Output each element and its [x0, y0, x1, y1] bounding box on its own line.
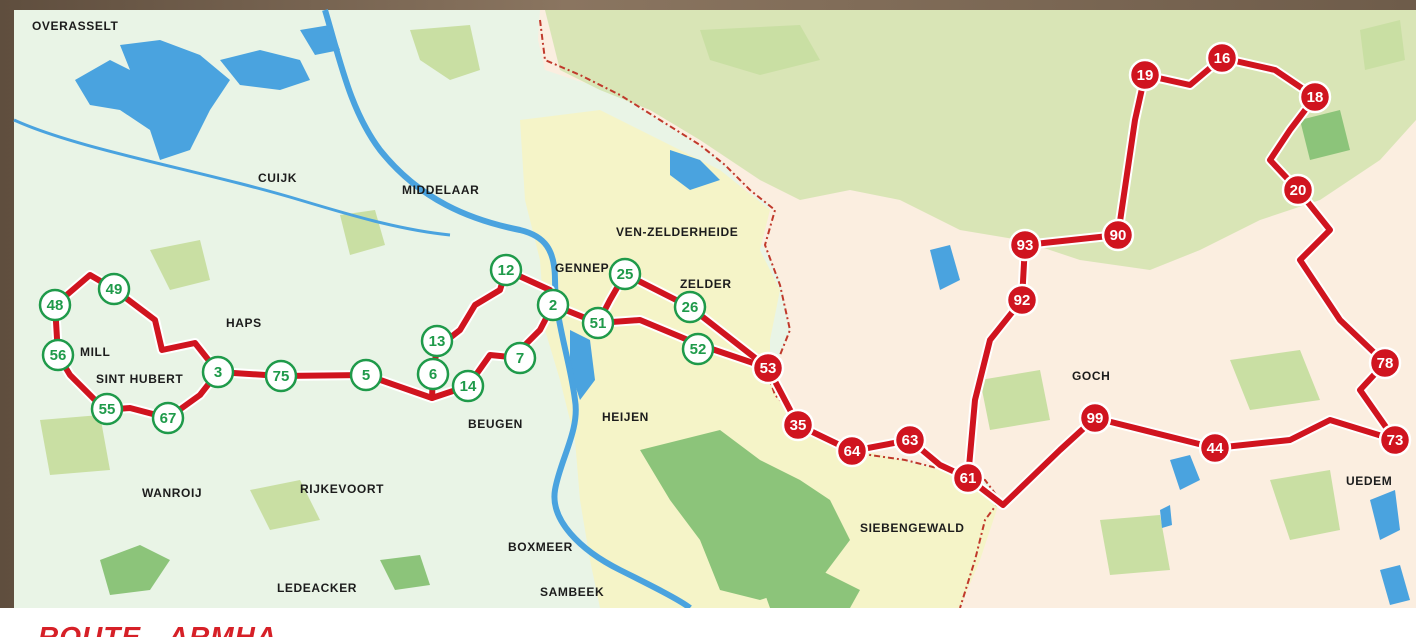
svg-text:26: 26 [682, 299, 699, 316]
node-3[interactable]: 3 [201, 355, 235, 389]
node-35[interactable]: 35 [781, 408, 815, 442]
node-5[interactable]: 5 [349, 358, 383, 392]
place-labels: OVERASSELT CUIJK MIDDELAAR VEN-ZELDERHEI… [32, 19, 1392, 599]
node-20[interactable]: 20 [1281, 173, 1315, 207]
svg-text:7: 7 [516, 350, 524, 367]
svg-text:25: 25 [617, 266, 634, 283]
footer-bar: ROUTE - ARMHA [0, 608, 1416, 637]
place-haps: HAPS [226, 316, 262, 330]
svg-text:19: 19 [1137, 67, 1154, 84]
node-92[interactable]: 92 [1005, 283, 1039, 317]
node-7[interactable]: 7 [503, 341, 537, 375]
svg-text:90: 90 [1110, 227, 1127, 244]
red-route-nodes: 53 35 64 63 61 92 93 90 19 16 18 20 78 7… [751, 41, 1412, 495]
svg-text:16: 16 [1214, 50, 1231, 67]
node-93[interactable]: 93 [1008, 228, 1042, 262]
place-overasselt: OVERASSELT [32, 19, 119, 33]
svg-text:5: 5 [362, 367, 370, 384]
svg-text:92: 92 [1014, 292, 1031, 309]
node-16[interactable]: 16 [1205, 41, 1239, 75]
node-61[interactable]: 61 [951, 461, 985, 495]
place-sambeek: SAMBEEK [540, 585, 604, 599]
svg-text:3: 3 [214, 364, 222, 381]
node-44[interactable]: 44 [1198, 431, 1232, 465]
place-goch: GOCH [1072, 369, 1110, 383]
svg-text:73: 73 [1387, 432, 1404, 449]
node-18[interactable]: 18 [1298, 80, 1332, 114]
node-14[interactable]: 14 [451, 369, 485, 403]
node-63[interactable]: 63 [893, 423, 927, 457]
svg-text:44: 44 [1207, 440, 1224, 457]
place-cuijk: CUIJK [258, 171, 297, 185]
green-route-nodes: 48 49 56 55 67 3 75 5 6 14 13 12 7 2 51 … [38, 253, 715, 435]
place-zelder: ZELDER [680, 277, 732, 291]
place-rijkevoort: RIJKEVOORT [300, 482, 384, 496]
node-56[interactable]: 56 [41, 338, 75, 372]
svg-text:75: 75 [273, 368, 290, 385]
node-19[interactable]: 19 [1128, 58, 1162, 92]
node-75[interactable]: 75 [264, 359, 298, 393]
node-49[interactable]: 49 [97, 272, 131, 306]
route-title: ROUTE - ARMHA [38, 622, 277, 637]
svg-text:56: 56 [50, 347, 67, 364]
forest-patches [100, 110, 1350, 608]
svg-text:14: 14 [460, 378, 477, 395]
svg-text:48: 48 [47, 297, 64, 314]
node-13[interactable]: 13 [420, 324, 454, 358]
svg-text:35: 35 [790, 417, 807, 434]
place-ledeacker: LEDEACKER [277, 581, 357, 595]
svg-text:63: 63 [902, 432, 919, 449]
place-wanroij: WANROIJ [142, 486, 202, 500]
place-gennep: GENNEP [555, 261, 609, 275]
svg-text:67: 67 [160, 410, 177, 427]
place-middelaar: MIDDELAAR [402, 183, 479, 197]
node-55[interactable]: 55 [90, 392, 124, 426]
node-12[interactable]: 12 [489, 253, 523, 287]
node-64[interactable]: 64 [835, 434, 869, 468]
node-6[interactable]: 6 [416, 357, 450, 391]
svg-text:64: 64 [844, 443, 861, 460]
svg-text:99: 99 [1087, 410, 1104, 427]
node-48[interactable]: 48 [38, 288, 72, 322]
node-78[interactable]: 78 [1368, 346, 1402, 380]
node-90[interactable]: 90 [1101, 218, 1135, 252]
place-uedem: UEDEM [1346, 474, 1392, 488]
node-52[interactable]: 52 [681, 332, 715, 366]
place-sint-hubert: SINT HUBERT [96, 372, 183, 386]
svg-text:2: 2 [549, 297, 557, 314]
water-bodies [75, 25, 1410, 605]
svg-text:20: 20 [1290, 182, 1307, 199]
place-mill: MILL [80, 345, 110, 359]
node-26[interactable]: 26 [673, 290, 707, 324]
node-25[interactable]: 25 [608, 257, 642, 291]
svg-text:12: 12 [498, 262, 515, 279]
svg-text:55: 55 [99, 401, 116, 418]
svg-text:49: 49 [106, 281, 123, 298]
svg-text:61: 61 [960, 470, 977, 487]
river-branch [13, 118, 451, 237]
node-99[interactable]: 99 [1078, 401, 1112, 435]
place-ven-zelderheide: VEN-ZELDERHEIDE [616, 225, 738, 239]
svg-text:78: 78 [1377, 355, 1394, 372]
place-siebengewald: SIEBENGEWALD [860, 521, 965, 535]
place-boxmeer: BOXMEER [508, 540, 573, 554]
node-67[interactable]: 67 [151, 401, 185, 435]
svg-text:51: 51 [590, 315, 607, 332]
svg-text:93: 93 [1017, 237, 1034, 254]
svg-text:13: 13 [429, 333, 446, 350]
svg-text:6: 6 [429, 366, 437, 383]
svg-text:52: 52 [690, 341, 707, 358]
node-73[interactable]: 73 [1378, 423, 1412, 457]
country-border [539, 19, 1002, 609]
place-heijen: HEIJEN [602, 410, 649, 424]
node-53[interactable]: 53 [751, 351, 785, 385]
svg-text:53: 53 [760, 360, 777, 377]
svg-text:18: 18 [1307, 89, 1324, 106]
node-51[interactable]: 51 [581, 306, 615, 340]
place-beugen: BEUGEN [468, 417, 523, 431]
node-2[interactable]: 2 [536, 288, 570, 322]
